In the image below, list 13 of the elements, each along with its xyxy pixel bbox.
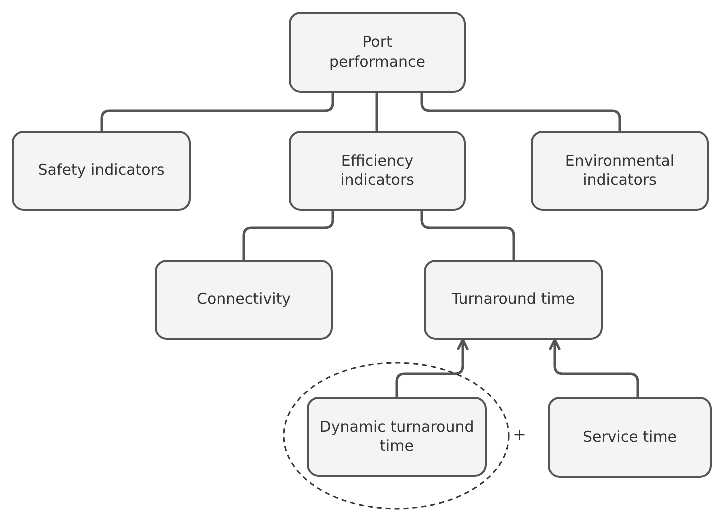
- process-box: Connectivity: [155, 260, 333, 340]
- process-box: Turnaround time: [424, 260, 603, 340]
- arrow: [396, 338, 470, 397]
- process-box: Efficiency indicators: [289, 131, 466, 211]
- connector-line: [376, 93, 378, 131]
- process-box: Port performance: [289, 12, 466, 93]
- process-box: Service time: [548, 397, 712, 478]
- process-box: Safety indicators: [12, 131, 191, 211]
- process-box: Dynamic turnaround time: [307, 397, 487, 477]
- process-box: Environmental indicators: [531, 131, 709, 211]
- dashed-ellipse: [283, 362, 510, 510]
- arrow: [548, 338, 640, 397]
- plus-sign: +: [513, 425, 526, 444]
